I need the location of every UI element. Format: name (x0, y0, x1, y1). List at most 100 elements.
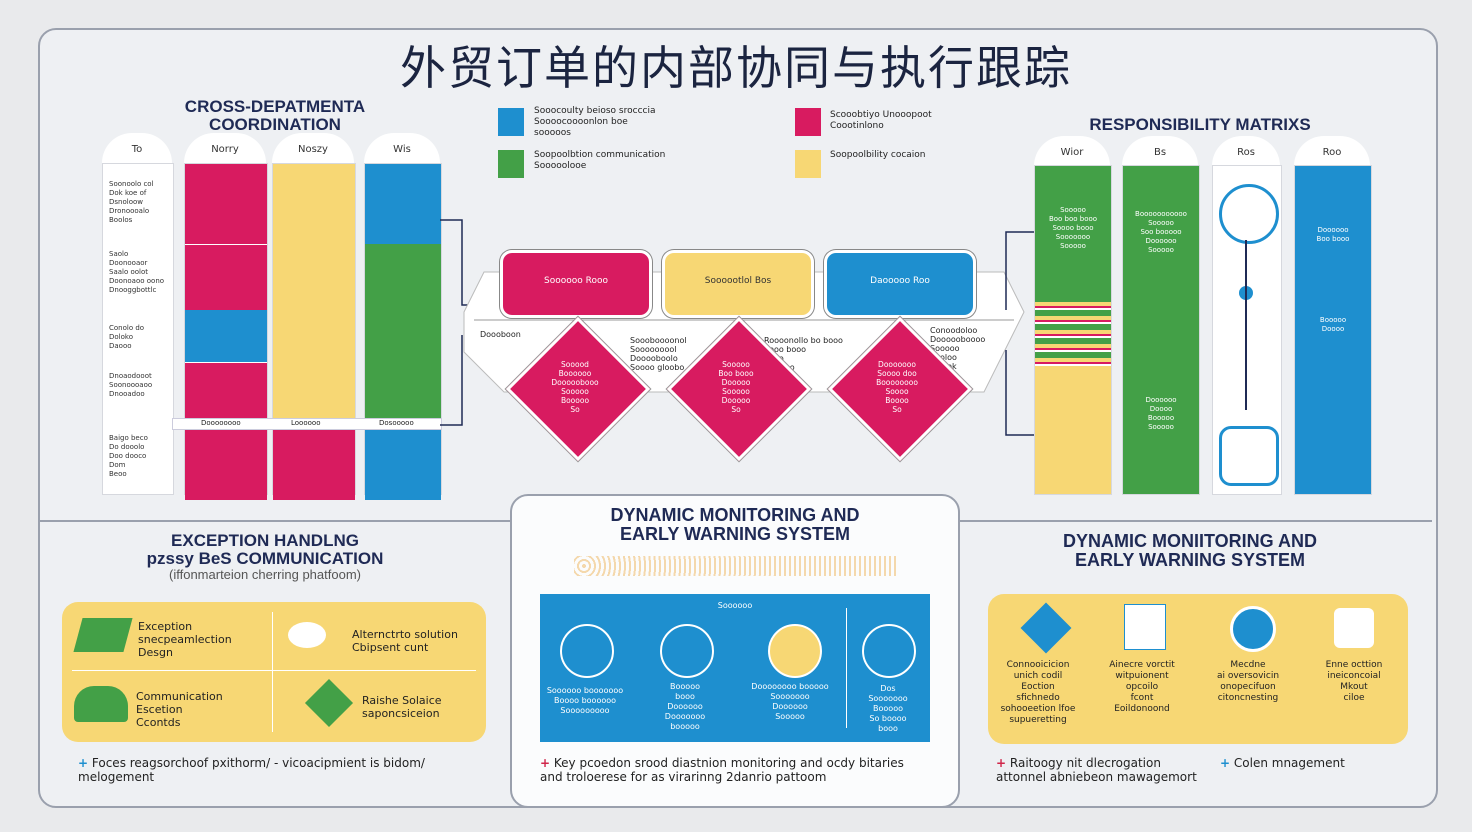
right-col-1-block (1035, 366, 1111, 494)
monitoring-heading-middle: DYNAMIC MONITORING AND EARLY WARNING SYS… (550, 506, 920, 544)
exception-box-vline (272, 612, 273, 732)
legend-swatch-green (498, 150, 524, 178)
plus-icon: + (1220, 756, 1231, 770)
flow-diamond-text-3: Dooooooo Soooo doo Boooooooo Soooo Boooo… (876, 360, 918, 414)
warning-item-2: Ainecre vorctit witpuionent opcoilo fcon… (1109, 660, 1175, 714)
exception-item-1: Exception snecpeamlection Desgn (138, 620, 232, 659)
monitoring-item-3: Doooooooo booooo Sooooooo Doooooo Sooooo (751, 682, 829, 721)
flow-diamond-text-1: Sooood Boooooo Dooooobooo Sooooo Booooo … (551, 360, 599, 414)
exception-item-3: Communication Escetion Ccontds (136, 690, 223, 729)
right-col-2-text-b: Doooooo Doooo Booooo Sooooo (1145, 396, 1177, 431)
right-col-header-1: Wior (1034, 136, 1110, 166)
page-title: 外贸订单的内部协同与执行跟踪 (400, 41, 1072, 95)
left-col-header-4: Wis (364, 133, 440, 163)
left-col-4 (364, 163, 442, 500)
exception-icon-1 (73, 618, 133, 652)
left-row-text-3: Conolo do Doloko Daooo (109, 324, 145, 350)
exception-heading: EXCEPTION HANDLNG pzssy BeS COMMUNICATIO… (100, 532, 430, 581)
monitoring-box: Soooooo Soooooo booooooo Boooo boooooo S… (540, 594, 930, 742)
monitoring-item-2: Booooo booo Doooooo Dooooooo booooo (664, 682, 706, 731)
team-icon (862, 624, 916, 678)
monitoring-heading-right-line1: DYNAMIC MONIITORING AND (1063, 531, 1317, 551)
warning-footer-left: + Raitoogy nit dlecrogation attonnel abn… (996, 756, 1216, 784)
right-col-2-text: Booooooooooo Sooooo Soo booooo Doooooo S… (1135, 210, 1187, 254)
left-col-2-block (185, 244, 267, 311)
monitoring-box-label: Soooooo (717, 601, 753, 610)
left-row-text-1: Soonoolo col Dok koe of Dsnoloow Dronooo… (109, 180, 154, 224)
warning-item-4: Enne octtion ineiconcoial Mkout ciloe (1325, 660, 1383, 703)
warning-footer-right-text: Colen mnagement (1233, 756, 1345, 770)
left-col-4-block (365, 418, 441, 500)
left-col-4-block (365, 244, 441, 418)
flow-note-1: Soooboooonol Sooooooool Dooooboolo Soooo… (630, 336, 687, 372)
exception-icon-3 (74, 686, 128, 722)
monitoring-footer-middle-text: Key pcoedon srood diastnion monitoring a… (540, 756, 904, 784)
left-row-divider: Doooooooo Loooooo Dosooooo (172, 418, 442, 430)
monitoring-footer-middle: + Key pcoedon srood diastnion monitoring… (540, 756, 940, 784)
left-divider-text-3: Dosooooo (379, 419, 414, 427)
right-col-4-text-b: Booooo Doooo (1319, 316, 1347, 333)
exception-heading-line1: EXCEPTION HANDLNG (171, 531, 359, 550)
monitoring-box-divider (846, 608, 847, 728)
exception-icon-2 (288, 622, 326, 648)
left-row-text-2: Saolo Doonooaor Saalo oolot Doonoaoo oon… (109, 250, 165, 294)
warning-footer-right: + Colen mnagement (1220, 756, 1400, 770)
right-col-3 (1212, 165, 1282, 495)
exception-heading-line3: (iffonmarteion cherring phatfoom) (169, 566, 361, 582)
right-col-1-block (1035, 166, 1111, 296)
right-col-2: Booooooooooo Sooooo Soo booooo Doooooo S… (1122, 165, 1200, 495)
left-divider-text-2: Loooooo (291, 419, 321, 427)
monitoring-heading-right-line2: EARLY WARNING SYSTEM (1074, 549, 1306, 570)
warning-box: Connooicicion unich codil Eoction sfichn… (988, 594, 1408, 744)
legend-text-2: Scooobtiyo Unooopoot Coootinlono (830, 110, 932, 131)
left-col-3-block (273, 164, 355, 418)
warning-item-1: Connooicicion unich codil Eoction sfichn… (1000, 660, 1076, 725)
plus-icon: + (996, 756, 1007, 770)
monitoring-heading-right: DYNAMIC MONIITORING AND EARLY WARNING SY… (1000, 532, 1380, 570)
cross-dept-heading: CROSS-DEPATMENTA COORDINATION (150, 98, 400, 134)
left-col-2-block (185, 164, 267, 244)
left-col-3 (272, 163, 356, 500)
legend-swatch-magenta (795, 108, 821, 136)
decorative-pattern (574, 556, 898, 576)
right-col-header-4: Roo (1294, 136, 1370, 166)
left-col-1: Soonoolo col Dok koe of Dsnoloow Dronooo… (102, 163, 174, 495)
left-divider-text-1: Doooooooo (201, 419, 241, 427)
exception-icon-4 (304, 678, 354, 728)
right-col-1-text: Sooooo Boo boo booo Soooo booo Sooooooo … (1048, 206, 1098, 250)
monitoring-item-4: Dos Sooooooo Booooo So boooo booo (868, 684, 908, 733)
cross-dept-heading-line2: COORDINATION (209, 114, 341, 134)
right-col-3-line (1245, 240, 1247, 410)
left-col-2 (184, 163, 268, 500)
left-row-text-5: Baigo beco Do dooolo Doo dooco Dom Beoo (109, 434, 148, 478)
left-col-header-3: Noszy (272, 133, 354, 163)
left-col-2-block (185, 310, 267, 362)
flow-box-3: Daooooo Roo (824, 250, 976, 318)
right-col-3-hex-top (1219, 184, 1279, 244)
exception-footer: + Foces reagsorchoof pxithorm/ - vicoaci… (78, 756, 498, 784)
resp-matrix-heading: RESPONSIBILITY MATRIXS (1089, 115, 1311, 134)
legend-text-4: Soopoolbility cocaion (830, 150, 926, 160)
shield-icon (1020, 602, 1072, 654)
cross-dept-heading-line1: CROSS-DEPATMENTA (184, 97, 366, 116)
monitoring-heading-middle-line2: EARLY WARNING SYSTEM (619, 523, 851, 544)
person-icon (660, 624, 714, 678)
right-col-1: Sooooo Boo boo booo Soooo booo Sooooooo … (1034, 165, 1112, 495)
warning-footer-left-text: Raitoogy nit dlecrogation attonnel abnie… (996, 756, 1197, 784)
megaphone-icon (1230, 606, 1276, 652)
exception-heading-line2: pzssy BeS COMMUNICATION (146, 548, 384, 568)
exception-item-2: Alternctrto solution Cbipsent cunt (352, 628, 458, 654)
right-col-4: Doooooo Boo booo Booooo Doooo (1294, 165, 1372, 495)
legend-text-1: Sooocoulty beioso srocccia Soooocoooonlo… (534, 106, 656, 138)
plus-icon: + (540, 756, 551, 770)
bulb-icon (560, 624, 614, 678)
sun-icon (768, 624, 822, 678)
monitoring-item-1: Soooooo booooooo Boooo boooooo Soooooooo… (546, 686, 624, 715)
document-icon (1124, 604, 1166, 650)
legend-swatch-yellow (795, 150, 821, 178)
exception-box: Exception snecpeamlection Desgn Alternct… (62, 602, 486, 742)
right-col-header-2: Bs (1122, 136, 1198, 166)
left-col-header-2: Norry (184, 133, 266, 163)
exception-box-hline (72, 670, 476, 671)
left-col-2-block (185, 362, 267, 419)
